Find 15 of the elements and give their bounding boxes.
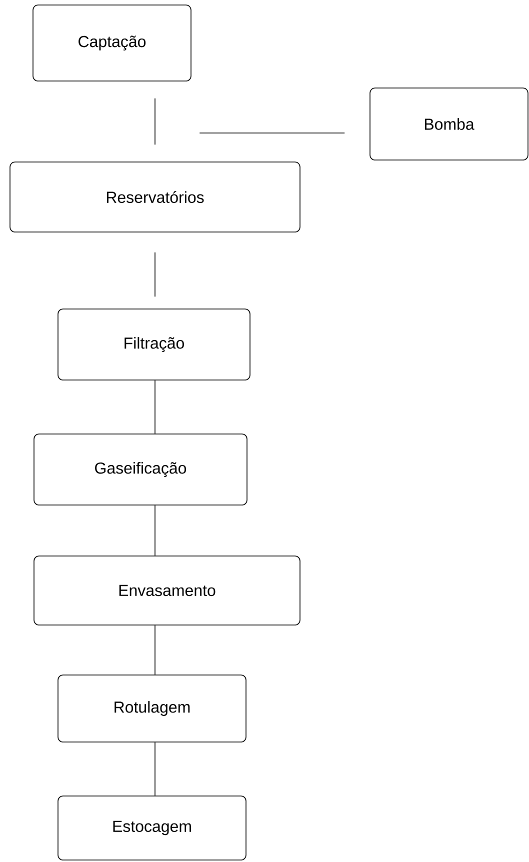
- process-box: Reservatórios: [10, 162, 300, 232]
- process-box: Bomba: [370, 88, 528, 160]
- connector-line: [154, 505, 156, 556]
- connector-line: [154, 625, 156, 675]
- process-box: Rotulagem: [58, 674, 246, 742]
- process-box: Gaseificação: [34, 434, 248, 506]
- process-box: Captação: [32, 4, 192, 82]
- connector-line: [154, 252, 156, 297]
- connector-line: [154, 742, 156, 796]
- connector-line: [199, 132, 345, 134]
- process-box: Estocagem: [58, 796, 246, 860]
- connector-line: [154, 98, 156, 146]
- process-box: Envasamento: [34, 556, 300, 626]
- process-box: Filtração: [58, 308, 250, 380]
- connector-line: [154, 380, 156, 434]
